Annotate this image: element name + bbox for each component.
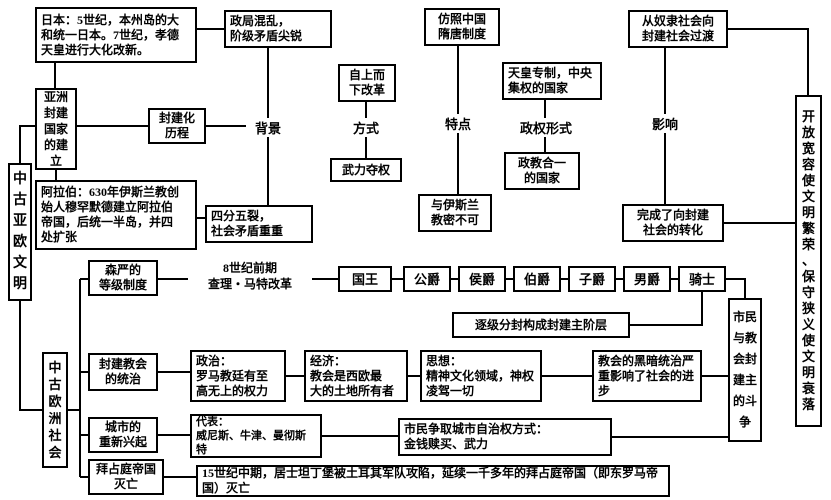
method-label: 方式 (344, 118, 388, 137)
citizens-struggle-box: 市民与教会封建主的斗争 (728, 298, 762, 442)
arab-summary-box: 阿拉伯：630年伊斯兰教创 始人穆罕默德建立阿拉伯 帝国，后统一半岛，并四 处扩… (35, 180, 197, 250)
feudalization-process-box: 封建化 历程 (148, 108, 206, 144)
feature-label: 特点 (436, 114, 480, 133)
arab-method-box: 武力夺权 (330, 158, 402, 182)
rank-baron-box: 男爵 (623, 266, 671, 292)
rank-viscount-box: 子爵 (568, 266, 616, 292)
asia-feudal-states-box: 亚洲封建国家的建立 (35, 88, 77, 170)
city-autonomy-box: 市民争取城市自治权方式： 金钱赎买、武力 (398, 418, 612, 456)
strict-hierarchy-box: 森严的 等级制度 (88, 260, 158, 296)
byzantine-fall-box: 拜占庭帝国 灭亡 (88, 459, 164, 495)
city-rise-box: 城市的 重新兴起 (88, 417, 158, 453)
enfeoffment-note-box: 逐级分封构成封建主阶层 (452, 312, 630, 338)
japan-regime-box: 天皇专制，中央 集权的国家 (502, 62, 602, 100)
japan-method-box: 自上而 下改革 (338, 64, 396, 102)
medieval-asia-europe-spine: 中古亚欧文明 (8, 163, 32, 301)
rank-king-box: 国王 (338, 266, 392, 292)
influence-label: 影响 (643, 114, 687, 133)
church-politics-box: 政治： 罗马教廷有至 高无上的权力 (190, 350, 286, 402)
charles-martel-reform-text: 8世纪前期 查理・马特改革 (188, 256, 312, 296)
arab-influence-box: 完成了向封建 社会的转化 (622, 204, 724, 242)
rank-count-box: 伯爵 (513, 266, 561, 292)
church-thought-box: 思想： 精神文化领域，神权 凌驾一切 (420, 350, 542, 402)
japan-background-box: 政局混乱， 阶级矛盾尖锐 (224, 10, 332, 48)
arab-regime-box: 政教合一 的国家 (504, 152, 580, 190)
byzantine-detail-box: 15世纪中期，居士坦丁堡被土耳其军队攻陷，延续一千多年的拜占庭帝国（即东罗马帝国… (196, 465, 670, 497)
church-impact-box: 教会的黑暗统治严 重影响了社会的进 步 (592, 350, 702, 402)
arab-background-box: 四分五裂， 社会矛盾重重 (205, 205, 313, 243)
regime-label: 政权形式 (515, 118, 577, 137)
background-label: 背景 (246, 118, 290, 137)
church-economy-box: 经济： 教会是西欧最 大的土地所有者 (304, 350, 408, 402)
city-representatives-box: 代表： 威尼斯、牛津、曼彻斯特 (190, 414, 322, 458)
rank-marquis-box: 侯爵 (458, 266, 506, 292)
japan-influence-box: 从奴隶社会向 封建社会过渡 (628, 10, 728, 48)
church-rule-box: 封建教会 的统治 (88, 353, 158, 391)
rank-duke-box: 公爵 (403, 266, 451, 292)
civilization-conclusion-box: 开放宽容使文明繁荣、保守狭义使文明衰落 (795, 95, 822, 427)
medieval-europe-spine: 中古欧洲社会 (42, 352, 68, 468)
japan-feature-box: 仿照中国 隋唐制度 (424, 8, 500, 46)
rank-knight-box: 骑士 (678, 266, 726, 292)
arab-feature-box: 与伊斯兰 教密不可 (418, 194, 492, 232)
japan-summary-box: 日本：5世纪，本州岛的大 和统一日本。7世纪，孝德 天皇进行大化改新。 (35, 7, 197, 63)
